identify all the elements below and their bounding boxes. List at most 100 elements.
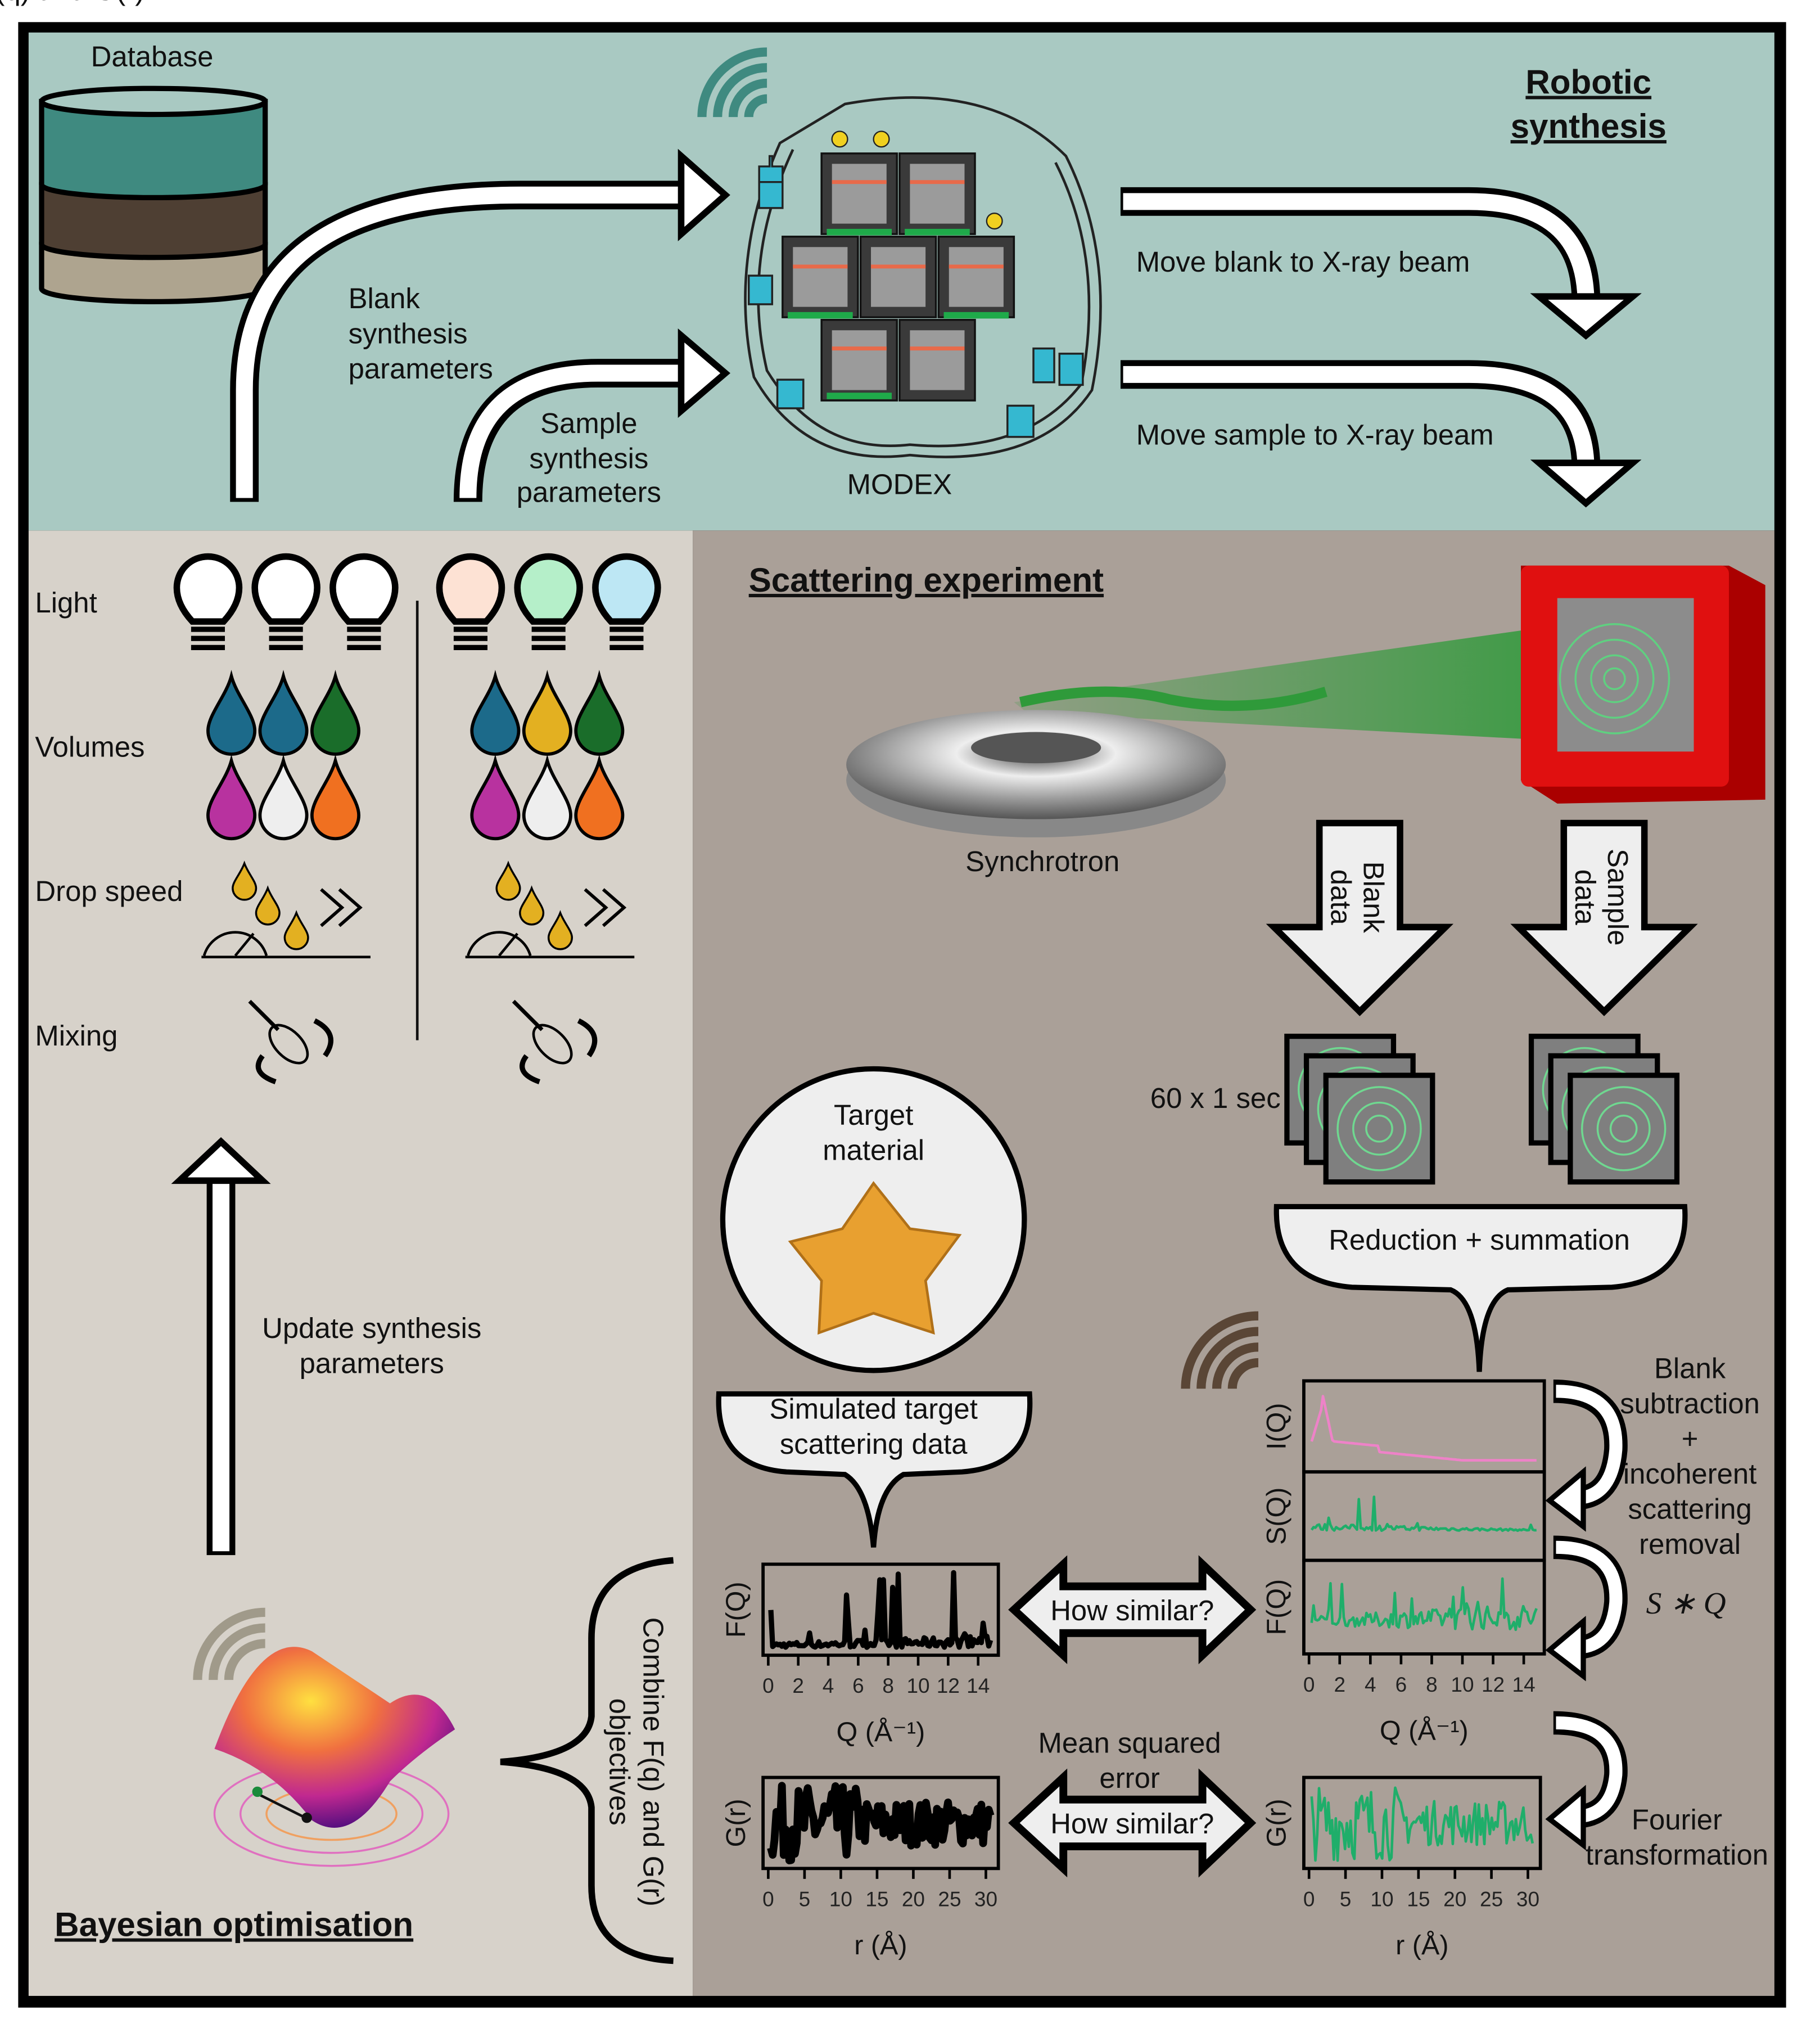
light-bulbs bbox=[173, 553, 661, 650]
series-line bbox=[1310, 1786, 1534, 1862]
x-tick-label: 0 bbox=[762, 1674, 774, 1697]
series-line bbox=[1310, 1495, 1537, 1532]
volume-drop-icon bbox=[206, 670, 257, 756]
light-bulb-icon bbox=[173, 553, 243, 650]
light-bulb-icon bbox=[329, 553, 399, 650]
move-sample-label: Move sample to X-ray beam bbox=[1136, 419, 1494, 451]
svg-text:Sample: Sample bbox=[1602, 849, 1634, 945]
how-similar-gr-arrow[interactable]: How similar? bbox=[1008, 1768, 1257, 1878]
process-curved-arrow bbox=[1545, 1535, 1628, 1682]
bayesian-title: Bayesian optimisation bbox=[55, 1906, 413, 1944]
x-tick-label: 10 bbox=[1451, 1673, 1474, 1696]
mixing-label: Mixing bbox=[35, 1020, 118, 1052]
x-tick-label: 0 bbox=[762, 1887, 774, 1910]
volume-drop-icon bbox=[258, 670, 309, 756]
plot-frame bbox=[1302, 1558, 1546, 1656]
x-tick-label: 30 bbox=[974, 1887, 997, 1910]
x-tick-label: 10 bbox=[829, 1887, 852, 1910]
beam-line bbox=[1019, 686, 1327, 711]
series-line bbox=[1310, 1577, 1538, 1632]
x-tick-label: 30 bbox=[1516, 1887, 1539, 1910]
x-tick-label: 14 bbox=[967, 1674, 990, 1697]
y-axis-label: G(r) bbox=[721, 1799, 751, 1847]
x-tick-label: 25 bbox=[1480, 1887, 1503, 1910]
simulated-data-bubble bbox=[716, 1391, 1033, 1548]
x-tick-label: 0 bbox=[1303, 1887, 1315, 1910]
detector-icon bbox=[1521, 565, 1765, 804]
light-bulb-icon bbox=[592, 553, 661, 650]
detector-frame-icon bbox=[1323, 1072, 1435, 1185]
synchrotron-label: Synchrotron bbox=[965, 845, 1119, 877]
x-tick-label: 6 bbox=[852, 1674, 864, 1697]
volumes-label: Volumes bbox=[35, 731, 144, 763]
y-axis-label: I(Q) bbox=[1262, 1403, 1292, 1450]
volume-drop-icon bbox=[258, 754, 309, 841]
volume-drop-icon bbox=[522, 670, 572, 756]
x-tick-label: 8 bbox=[882, 1674, 894, 1697]
x-tick-label: 4 bbox=[823, 1674, 834, 1697]
update-arrow bbox=[171, 1137, 271, 1556]
series-line bbox=[1310, 1395, 1537, 1462]
s-times-q-label: S ∗ Q bbox=[1646, 1587, 1726, 1621]
x-tick-label: 6 bbox=[1396, 1673, 1407, 1696]
wifi-signal-icon bbox=[193, 1607, 265, 1680]
volume-drop-icon bbox=[470, 754, 521, 841]
move-blank-label: Move blank to X-ray beam bbox=[1136, 246, 1470, 278]
detector-frames-stack bbox=[1284, 1034, 1680, 1185]
drop-speed-icon bbox=[201, 860, 371, 958]
move-sample-arrow bbox=[1120, 360, 1642, 508]
blank-params-arrow bbox=[230, 148, 730, 502]
series-line bbox=[768, 1570, 993, 1650]
x-tick-label: 12 bbox=[937, 1674, 960, 1697]
y-axis-label: G(r) bbox=[1262, 1799, 1292, 1847]
x-tick-label: 25 bbox=[938, 1887, 961, 1910]
svg-text:How similar?: How similar? bbox=[1050, 1594, 1214, 1626]
x-axis-label: Q (Å⁻¹) bbox=[1380, 1715, 1469, 1746]
svg-text:data: data bbox=[1325, 869, 1357, 926]
frames-label: 60 x 1 sec bbox=[1150, 1082, 1281, 1114]
whisk-icon bbox=[512, 999, 598, 1084]
volume-drop-icon bbox=[310, 670, 361, 756]
volume-drop-icon bbox=[470, 670, 521, 756]
volume-drop-icon bbox=[522, 754, 572, 841]
y-axis-label: S(Q) bbox=[1262, 1488, 1292, 1545]
database-icon bbox=[39, 85, 268, 305]
detector-frame-icon bbox=[1568, 1072, 1680, 1185]
database-label: Database bbox=[91, 40, 214, 73]
volume-drop-icon bbox=[574, 754, 625, 841]
svg-text:How similar?: How similar? bbox=[1050, 1808, 1214, 1840]
modex-robot-icon bbox=[744, 96, 1102, 458]
drop-speed-icon bbox=[465, 860, 635, 958]
volume-drops bbox=[206, 670, 625, 841]
volume-drop-icon bbox=[310, 754, 361, 841]
x-tick-label: 20 bbox=[902, 1887, 925, 1910]
combine-objectives-line1: Combine F(q) and G(r) bbox=[637, 1617, 669, 1907]
light-label: Light bbox=[35, 587, 97, 619]
wifi-signal-icon bbox=[1181, 1311, 1259, 1389]
series-line bbox=[767, 1782, 995, 1864]
x-tick-label: 5 bbox=[1340, 1887, 1352, 1910]
light-bulb-icon bbox=[436, 553, 505, 650]
x-tick-label: 15 bbox=[865, 1887, 888, 1910]
how-similar-fq-arrow[interactable]: How similar? bbox=[1008, 1555, 1257, 1665]
sample-params-arrow bbox=[453, 328, 731, 502]
process-curved-arrow bbox=[1545, 1711, 1628, 1851]
x-ray-beam bbox=[1014, 624, 1566, 741]
x-axis-label: r (Å) bbox=[854, 1930, 907, 1961]
x-axis-label: r (Å) bbox=[1396, 1930, 1448, 1961]
x-tick-label: 20 bbox=[1443, 1887, 1466, 1910]
volume-drop-icon bbox=[206, 754, 257, 841]
wifi-signal-icon bbox=[697, 47, 767, 118]
drop-speed-icons bbox=[201, 860, 635, 958]
synchrotron-icon bbox=[846, 710, 1226, 837]
nanoparticle-icon bbox=[788, 1181, 962, 1335]
